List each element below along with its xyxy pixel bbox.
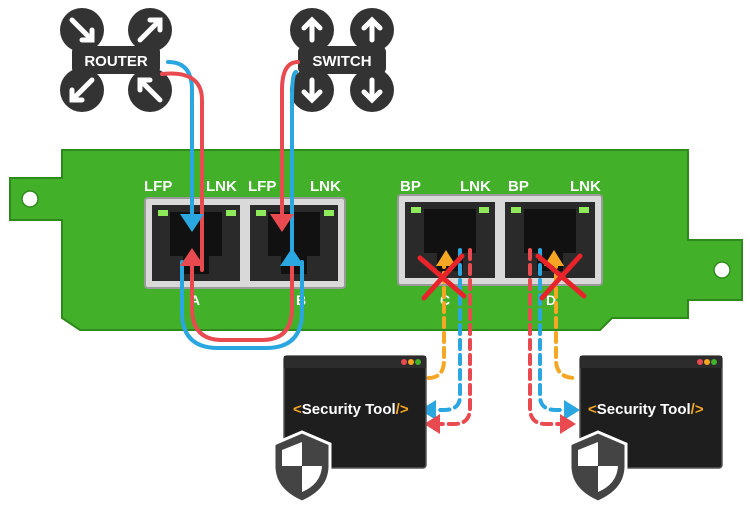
port-label-b-right: LNK [310,178,341,195]
svg-text:<Security Tool/>: <Security Tool/> [588,401,704,418]
port-letter-c: C [440,292,450,308]
port-label-b-left: LFP [248,178,276,195]
router-arrows-icon [60,8,172,112]
switch-label: SWITCH [312,53,371,70]
x-mark-icon-d [535,253,587,301]
port-label-a-right: LNK [206,178,237,195]
port-label-c-right: LNK [460,178,491,195]
x-mark-icon-c [417,253,467,301]
card-bracket [9,149,743,331]
traffic-arrowheads [180,214,304,266]
router-label: ROUTER [84,53,148,70]
traffic-paths-mirror [424,248,578,426]
tool-right-bracket-open: < [588,401,597,418]
tool-left-bracket-open: < [293,401,302,418]
network-card: LFP LNK LFP LNK BP LNK BP LNK A B C D [9,149,743,331]
router-device: ROUTER [60,8,172,112]
port-letter-a: A [190,292,200,308]
tool-right-bracket-close: /> [691,401,704,418]
switch-device: SWITCH [290,8,394,112]
port-label-c-left: BP [400,178,421,195]
port-letter-d: D [546,292,556,308]
port-label-a-left: LFP [144,178,172,195]
switch-arrows-icon [290,8,394,112]
tool-left-bracket-close: /> [396,401,409,418]
shield-icon [272,430,332,504]
tool-left-name: Security Tool [302,401,396,418]
mirror-arrowheads [420,250,580,434]
traffic-paths-inline [160,60,304,350]
mount-hole-left [21,190,39,208]
svg-text:<Security Tool/>: <Security Tool/> [293,401,409,418]
tool-right-name: Security Tool [597,401,691,418]
shield-icon [568,430,628,504]
port-label-d-left: BP [508,178,529,195]
mount-hole-right [713,261,731,279]
port-label-d-right: LNK [570,178,601,195]
